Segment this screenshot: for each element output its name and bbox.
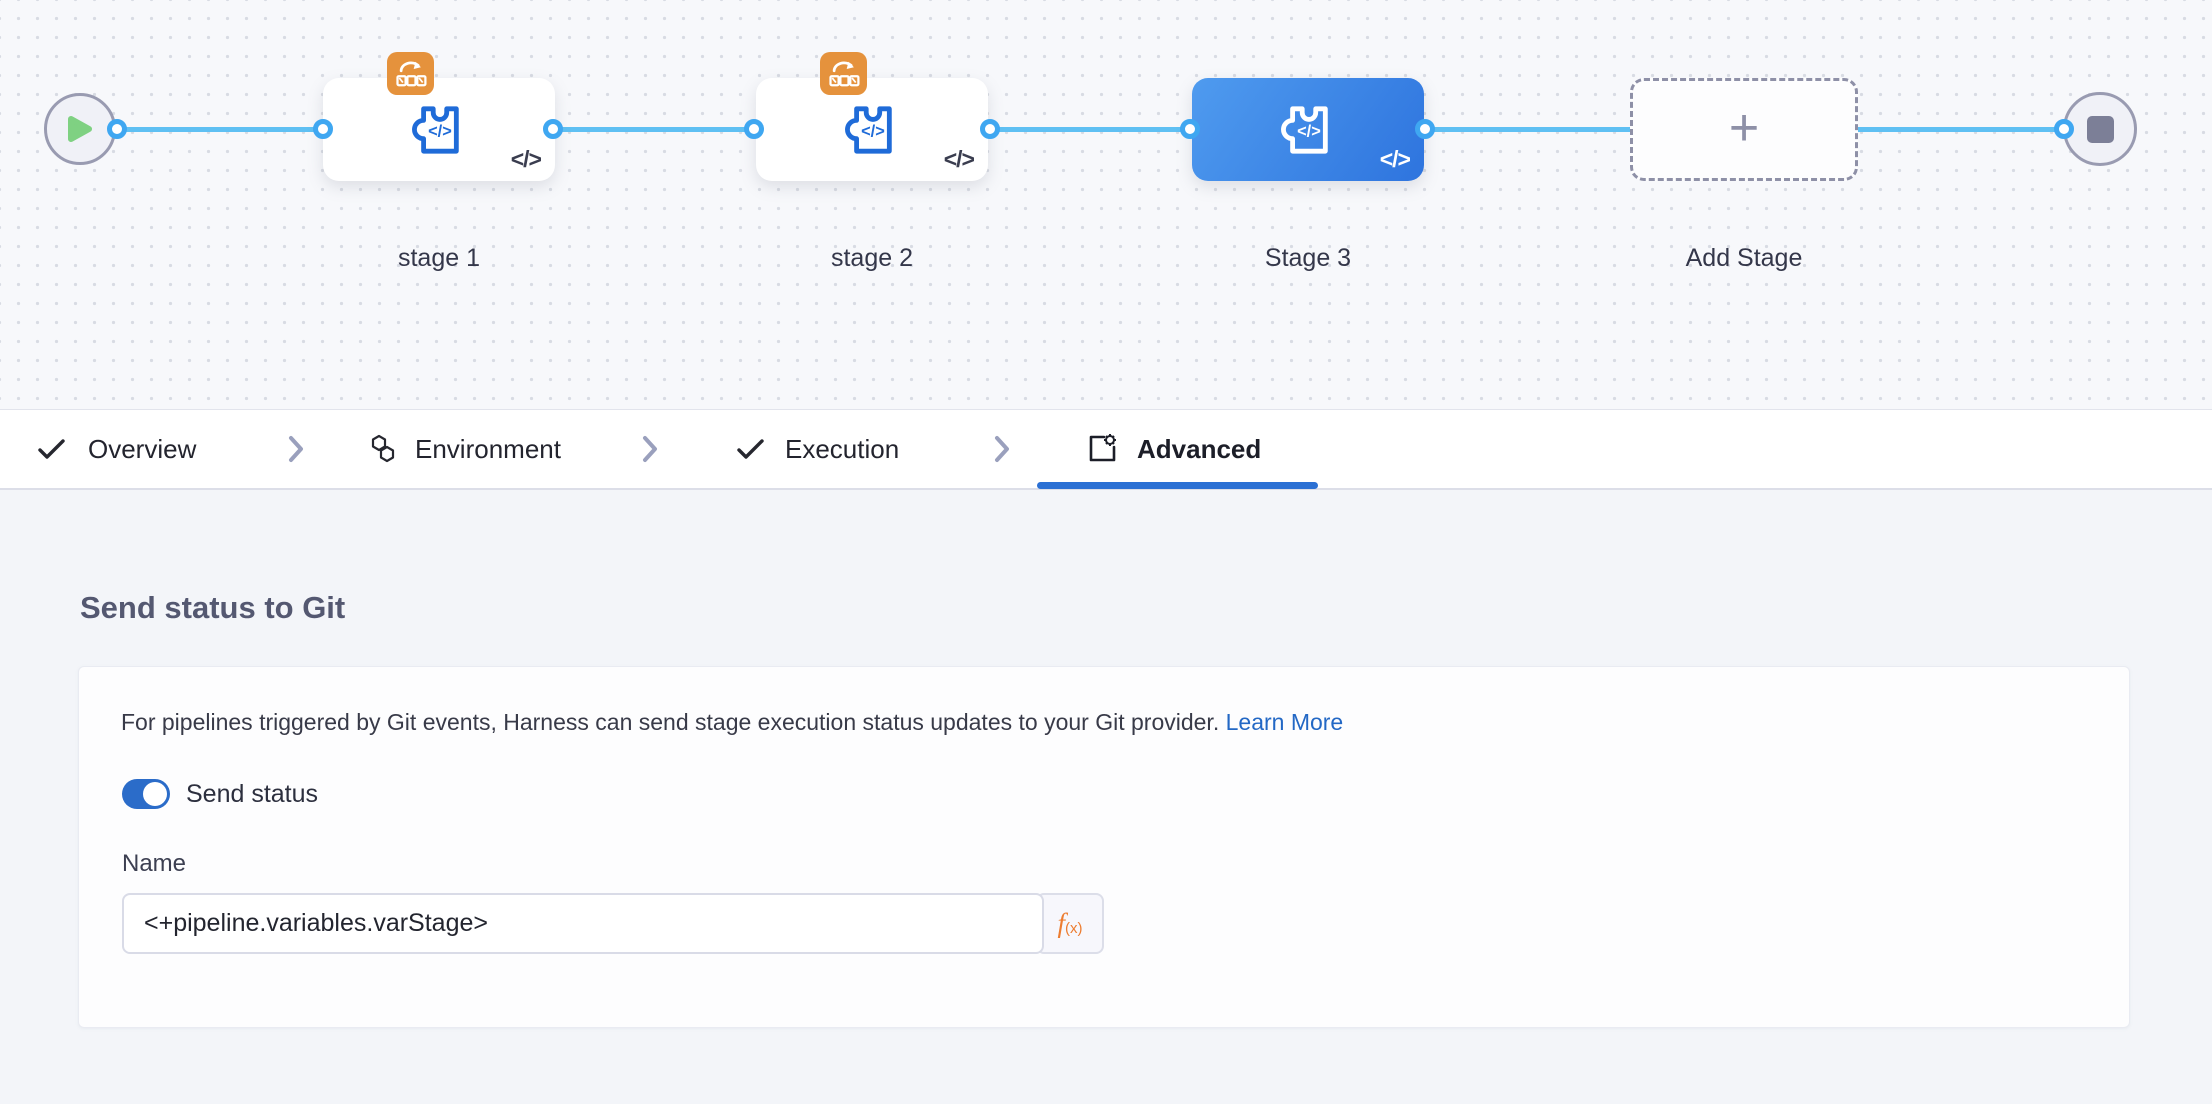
connector-port[interactable] <box>543 119 563 139</box>
check-icon <box>737 438 764 460</box>
connector-port[interactable] <box>107 119 127 139</box>
pipeline-start-node[interactable] <box>44 93 116 165</box>
connector-port[interactable] <box>2054 119 2074 139</box>
stage-label: stage 2 <box>830 244 913 272</box>
add-stage-button[interactable]: + <box>1630 78 1858 181</box>
tab-label: Overview <box>88 433 197 464</box>
svg-text:</>: </> <box>428 122 452 140</box>
code-view-icon[interactable]: </> <box>943 146 975 172</box>
code-view-icon[interactable]: </> <box>510 146 542 172</box>
panel-description: For pipelines triggered by Git events, H… <box>121 709 1344 735</box>
section-heading: Send status to Git <box>80 590 346 625</box>
tab-label: Environment <box>415 433 561 464</box>
tab-execution[interactable]: Execution <box>737 410 899 488</box>
code-view-icon[interactable]: </> <box>1379 146 1411 172</box>
tab-overview[interactable]: Overview <box>38 410 196 488</box>
advanced-icon <box>1086 433 1118 465</box>
deploy-badge-icon <box>387 52 434 95</box>
pipeline-canvas[interactable]: </> </> stage 1 </> </> stage 2 <box>0 0 2212 409</box>
stop-icon <box>2086 115 2114 143</box>
custom-stage-icon: </> <box>844 104 900 156</box>
tab-environment[interactable]: Environment <box>370 410 561 488</box>
environment-icon <box>370 434 398 464</box>
fx-expression-button[interactable]: f(x) <box>1036 893 1104 954</box>
chevron-separator-icon <box>640 410 660 488</box>
toggle-knob <box>143 782 167 806</box>
pipeline-end-node[interactable] <box>2063 92 2137 166</box>
toggle-label: Send status <box>186 779 319 808</box>
chevron-separator-icon <box>286 410 306 488</box>
stage-label: stage 1 <box>397 244 480 272</box>
stage-config-tabbar: Overview Environment Execution <box>0 409 2212 490</box>
custom-stage-icon: </> <box>1280 104 1336 156</box>
custom-stage-icon: </> <box>411 104 467 156</box>
send-status-toggle[interactable] <box>122 779 170 809</box>
stage-label: Stage 3 <box>1264 244 1352 272</box>
pipeline-connector-line <box>80 127 2102 132</box>
connector-port[interactable] <box>1180 119 1200 139</box>
add-stage-label: Add Stage <box>1685 244 1803 272</box>
tab-label: Execution <box>785 433 900 464</box>
name-field-label: Name <box>122 850 187 877</box>
connector-port[interactable] <box>313 119 333 139</box>
svg-text:</>: </> <box>1297 122 1321 140</box>
connector-port[interactable] <box>1415 119 1435 139</box>
tab-label: Advanced <box>1137 433 1262 464</box>
tab-advanced[interactable]: Advanced <box>1086 410 1261 488</box>
svg-text:</>: </> <box>861 122 885 140</box>
plus-icon: + <box>1728 98 1760 157</box>
advanced-tab-content: Send status to Git For pipelines trigger… <box>0 490 2212 1104</box>
connector-port[interactable] <box>980 119 1000 139</box>
deploy-badge-icon <box>820 52 867 95</box>
active-tab-underline <box>1037 482 1318 489</box>
send-status-panel: For pipelines triggered by Git events, H… <box>78 666 2130 1028</box>
stage-card-2[interactable]: </> </> <box>756 78 988 181</box>
learn-more-link[interactable]: Learn More <box>1225 709 1344 735</box>
stage-card-3-selected[interactable]: </> </> <box>1192 78 1424 181</box>
check-icon <box>38 438 65 460</box>
play-icon <box>67 115 93 143</box>
stage-card-1[interactable]: </> </> <box>323 78 555 181</box>
connector-port[interactable] <box>744 119 764 139</box>
name-input[interactable] <box>122 893 1044 954</box>
chevron-separator-icon <box>992 410 1012 488</box>
